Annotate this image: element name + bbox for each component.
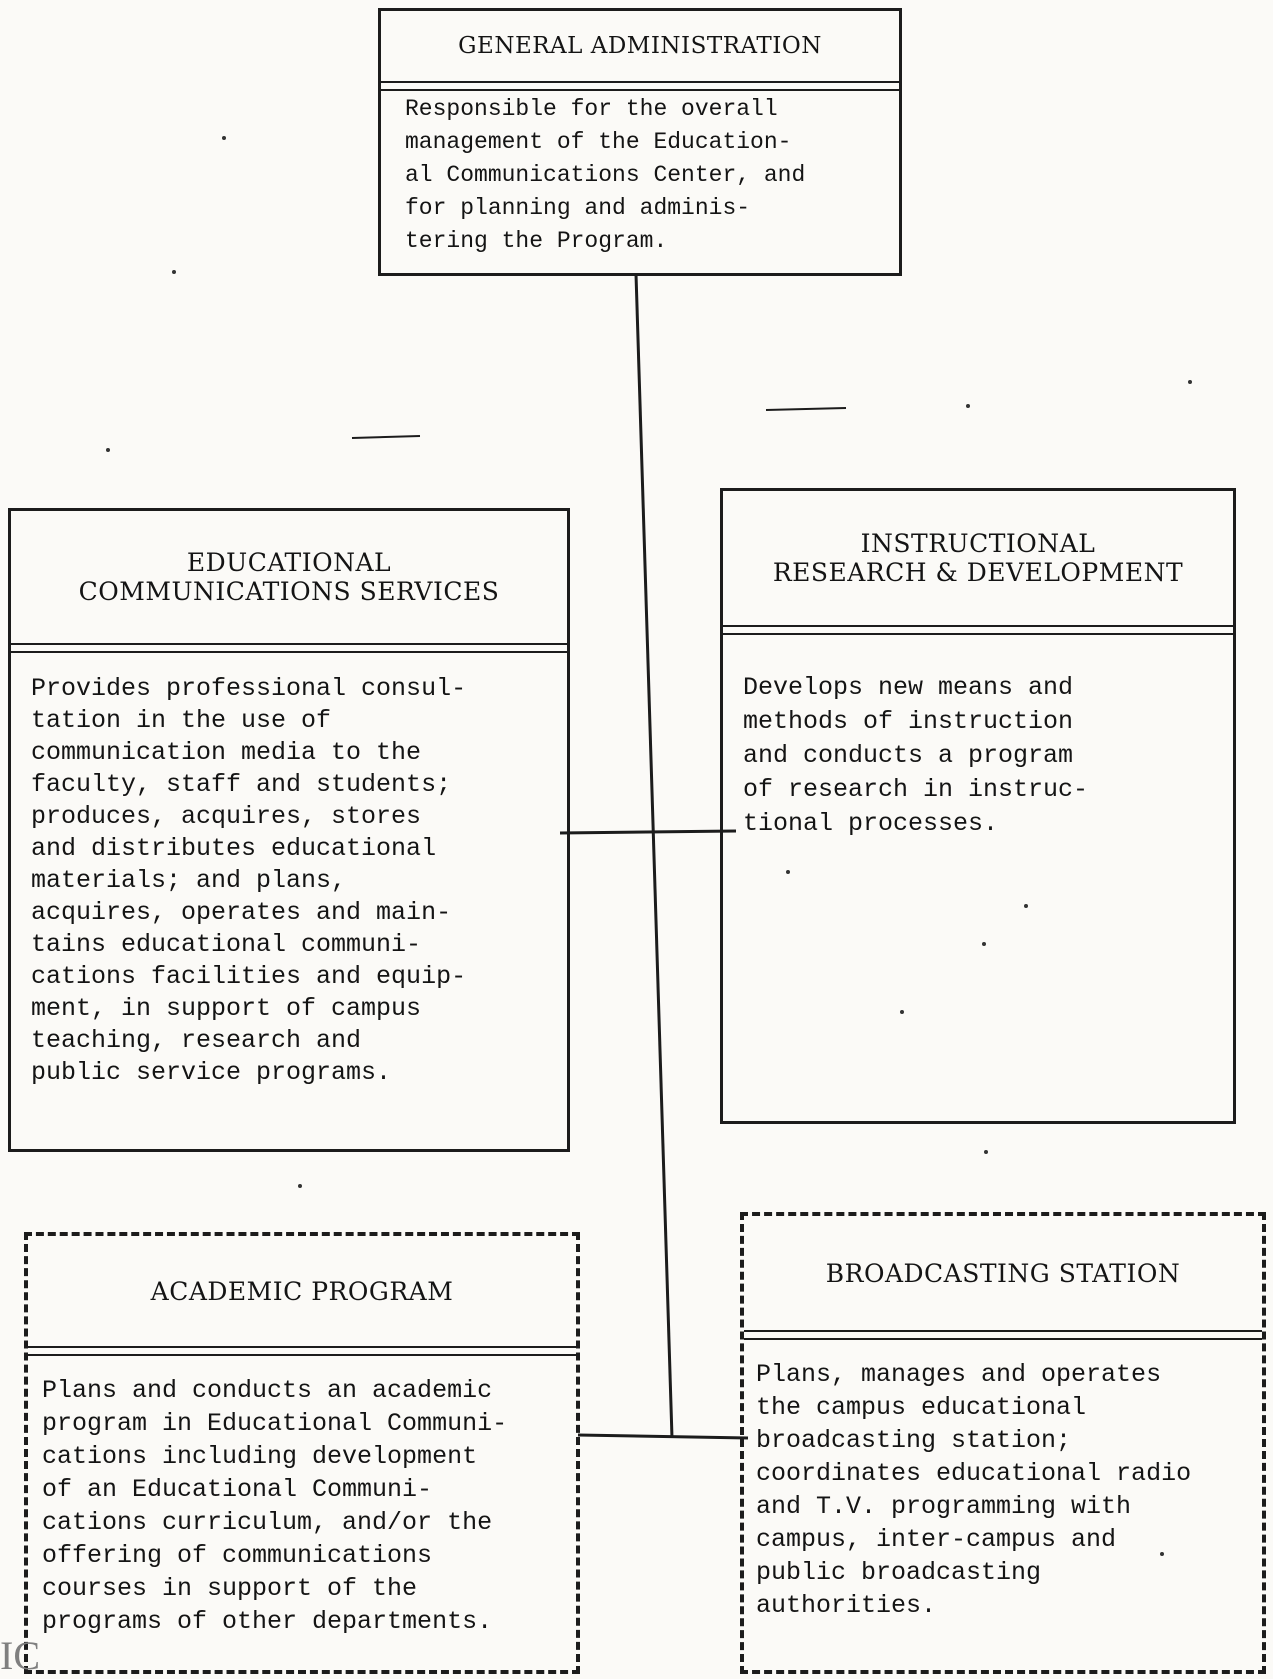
ird-box: INSTRUCTIONAL RESEARCH & DEVELOPMENT Dev…: [720, 488, 1236, 1124]
general-administration-title: GENERAL ADMINISTRATION: [458, 33, 822, 59]
title-divider: [381, 81, 899, 91]
title-divider: [28, 1346, 576, 1356]
speck: [900, 1010, 904, 1014]
speck: [984, 1150, 988, 1154]
ird-title-line1: INSTRUCTIONAL: [860, 529, 1096, 558]
speck: [966, 404, 970, 408]
connector-to-academic-broadcast: [577, 1433, 749, 1440]
academic-program-box: ACADEMIC PROGRAM Plans and conducts an a…: [24, 1232, 580, 1674]
speck: [982, 942, 986, 946]
broadcasting-station-title: BROADCASTING STATION: [825, 1258, 1181, 1288]
speck: [172, 270, 176, 274]
speck: [786, 870, 790, 874]
general-administration-box: GENERAL ADMINISTRATION Responsible for t…: [378, 8, 902, 276]
ecs-box: EDUCATIONAL COMMUNICATIONS SERVICES Prov…: [8, 508, 570, 1152]
speck: [1160, 1552, 1164, 1556]
academic-program-description: Plans and conducts an academic program i…: [42, 1376, 508, 1636]
ecs-title-line2: COMMUNICATIONS SERVICES: [78, 577, 500, 606]
ecs-title-line1: EDUCATIONAL: [186, 548, 392, 577]
trunk-line: [634, 273, 674, 1439]
ird-description: Develops new means and methods of instru…: [743, 673, 1089, 838]
ird-title: INSTRUCTIONAL RESEARCH & DEVELOPMENT: [723, 491, 1233, 625]
speck: [106, 448, 110, 452]
broadcasting-station-box: BROADCASTING STATION Plans, manages and …: [740, 1212, 1266, 1674]
title-divider: [11, 643, 567, 653]
title-divider: [723, 625, 1233, 635]
speck: [222, 136, 226, 140]
connector-to-ecs-ird: [559, 829, 737, 835]
speck: [1024, 904, 1028, 908]
speck: [298, 1184, 302, 1188]
speck: [1188, 380, 1192, 384]
broadcasting-station-description: Plans, manages and operates the campus e…: [756, 1360, 1192, 1620]
title-divider: [744, 1330, 1262, 1340]
ecs-title: EDUCATIONAL COMMUNICATIONS SERVICES: [11, 511, 567, 643]
academic-program-title: ACADEMIC PROGRAM: [150, 1276, 454, 1306]
eric-watermark-logo: IC: [0, 1633, 40, 1678]
general-administration-description: Responsible for the overall management o…: [405, 96, 806, 254]
ird-title-line2: RESEARCH & DEVELOPMENT: [772, 558, 1184, 587]
ecs-description: Provides professional consul- tation in …: [31, 674, 467, 1087]
